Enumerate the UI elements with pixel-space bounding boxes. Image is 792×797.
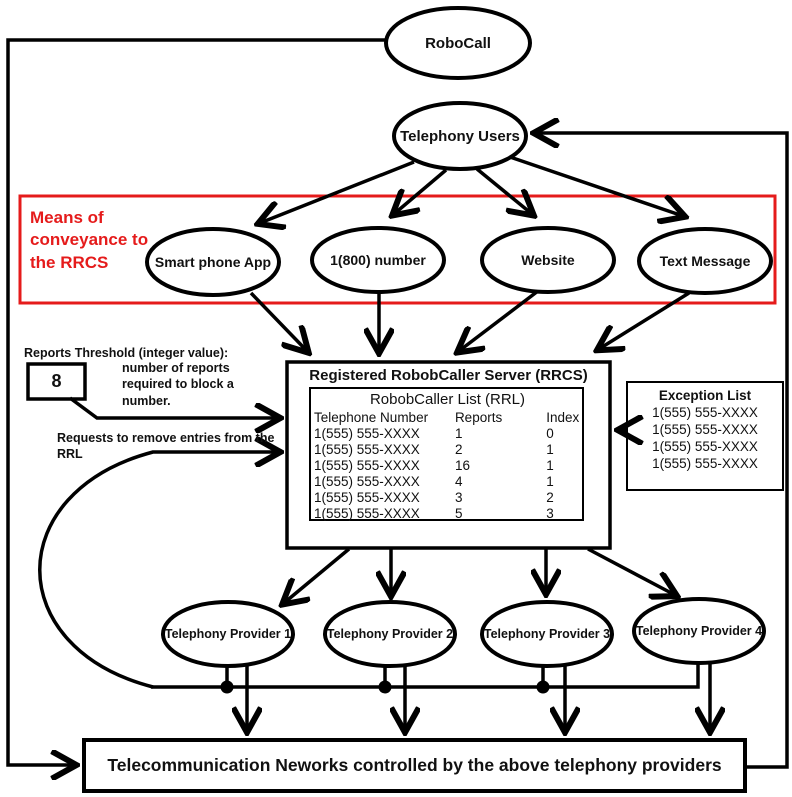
exception-list: Exception List 1(555) 555-XXXX 1(555) 55… xyxy=(629,387,781,472)
junction-dot-2 xyxy=(378,680,392,694)
table-row: 1(555) 555-XXXX 2 1 xyxy=(314,442,581,458)
arrow-rrcs-to-provider1 xyxy=(284,547,351,603)
arrow-app-to-rrcs xyxy=(249,291,307,351)
rrl-cell-number: 1(555) 555-XXXX xyxy=(314,506,420,521)
number-1800-ellipse xyxy=(310,226,446,294)
rrl-cell-index: 3 xyxy=(546,506,554,521)
rrl-cell-index: 2 xyxy=(546,490,554,505)
threshold-description: number of reports required to block a nu… xyxy=(122,361,234,408)
table-row: 1(555) 555-XXXX 5 3 xyxy=(314,506,581,522)
smart-phone-app-ellipse xyxy=(145,227,281,297)
rrl-cell-reports: 2 xyxy=(454,442,463,457)
rrl-cell-index: 0 xyxy=(546,426,554,441)
rrl-cell-number: 1(555) 555-XXXX xyxy=(314,474,420,489)
rrl-cell-index: 1 xyxy=(546,474,554,489)
provider4-ellipse xyxy=(632,597,766,665)
list-item: 1(555) 555-XXXX xyxy=(652,405,758,420)
arrow-network-to-users xyxy=(536,133,789,769)
arrow-threshold-to-rrcs xyxy=(68,396,278,418)
rrl-cell-reports: 5 xyxy=(454,506,463,521)
exception-list-title: Exception List xyxy=(658,388,752,403)
rrl-cell-number: 1(555) 555-XXXX xyxy=(314,490,420,505)
threshold-label: Reports Threshold (integer value): xyxy=(24,346,229,360)
provider3-label: Telephony Provider 3 xyxy=(483,627,611,641)
telecom-network-label: Telecommunication Neworks controlled by … xyxy=(107,755,722,775)
rrl-cell-reports: 3 xyxy=(454,490,463,505)
number-1800-label: 1(800) number xyxy=(330,252,426,268)
rrl-cell-reports: 16 xyxy=(454,458,470,473)
arrow-users-to-app xyxy=(260,160,415,223)
provider2-ellipse xyxy=(323,600,457,668)
robocall-label: RoboCall xyxy=(425,34,491,52)
arrow-robocall-to-network xyxy=(6,38,386,765)
rrl-title: RobobCaller List (RRL) xyxy=(369,391,526,408)
provider4-label: Telephony Provider 4 xyxy=(635,624,763,638)
rrcs-title: Registered RobobCaller Server (RRCS) xyxy=(309,367,588,384)
threshold-value: 8 xyxy=(51,371,62,391)
website-label: Website xyxy=(521,252,575,268)
provider-bus-line xyxy=(151,664,700,689)
website-ellipse xyxy=(480,226,616,294)
arrow-users-to-1800 xyxy=(394,168,448,214)
conveyance-caption: Means of conveyance to the RRCS xyxy=(30,208,149,272)
rrl-col-reports: Reports xyxy=(454,410,503,425)
arrow-users-to-textmsg xyxy=(509,155,683,216)
arrow-textmsg-to-rrcs xyxy=(599,291,690,349)
rrl-cell-number: 1(555) 555-XXXX xyxy=(314,426,420,441)
list-item: 1(555) 555-XXXX xyxy=(652,422,758,437)
text-message-label: Text Message xyxy=(659,253,751,269)
arrow-users-to-website xyxy=(475,167,532,214)
telephony-users-label: Telephony Users xyxy=(400,127,520,145)
rrl-cell-index: 1 xyxy=(546,442,554,457)
removal-requests-label: Requests to remove entries from the RRL xyxy=(57,431,275,462)
rrcs-box xyxy=(285,360,612,550)
table-row: 1(555) 555-XXXX 1 0 xyxy=(314,426,581,442)
table-row: 1(555) 555-XXXX 3 2 xyxy=(314,490,581,506)
robocall-ellipse xyxy=(384,6,532,80)
threshold-value-box xyxy=(26,362,87,401)
table-row: 1(555) 555-XXXX 4 1 xyxy=(314,474,581,490)
rrl-col-number: Telephone Number xyxy=(314,410,429,425)
arrow-removal-requests-to-rrcs xyxy=(38,452,278,689)
text-message-ellipse xyxy=(637,227,773,295)
rrl-cell-index: 1 xyxy=(546,458,554,473)
provider1-label: Telephony Provider 1 xyxy=(164,627,292,641)
smart-phone-app-label: Smart phone App xyxy=(154,254,272,270)
junction-dot-3 xyxy=(536,680,550,694)
junction-dot-1 xyxy=(220,680,234,694)
rrl-col-index: Index xyxy=(546,410,580,425)
rrl-header-row: Telephone Number Reports Index xyxy=(314,410,581,426)
table-row: 1(555) 555-XXXX 16 1 xyxy=(314,458,581,474)
telephony-users-ellipse xyxy=(392,101,528,171)
arrow-rrcs-to-provider4 xyxy=(587,547,675,595)
rrl-cell-reports: 1 xyxy=(454,426,463,441)
provider2-label: Telephony Provider 2 xyxy=(326,627,454,641)
arrow-website-to-rrcs xyxy=(459,289,540,351)
rrl-cell-number: 1(555) 555-XXXX xyxy=(314,442,420,457)
list-item: 1(555) 555-XXXX xyxy=(652,439,758,454)
rrl-cell-reports: 4 xyxy=(454,474,463,489)
provider3-ellipse xyxy=(480,600,614,668)
rrl-box xyxy=(309,387,584,521)
rrl-cell-number: 1(555) 555-XXXX xyxy=(314,458,420,473)
list-item: 1(555) 555-XXXX xyxy=(652,456,758,471)
rrl-table: RobobCaller List (RRL) Telephone Number … xyxy=(314,391,581,522)
